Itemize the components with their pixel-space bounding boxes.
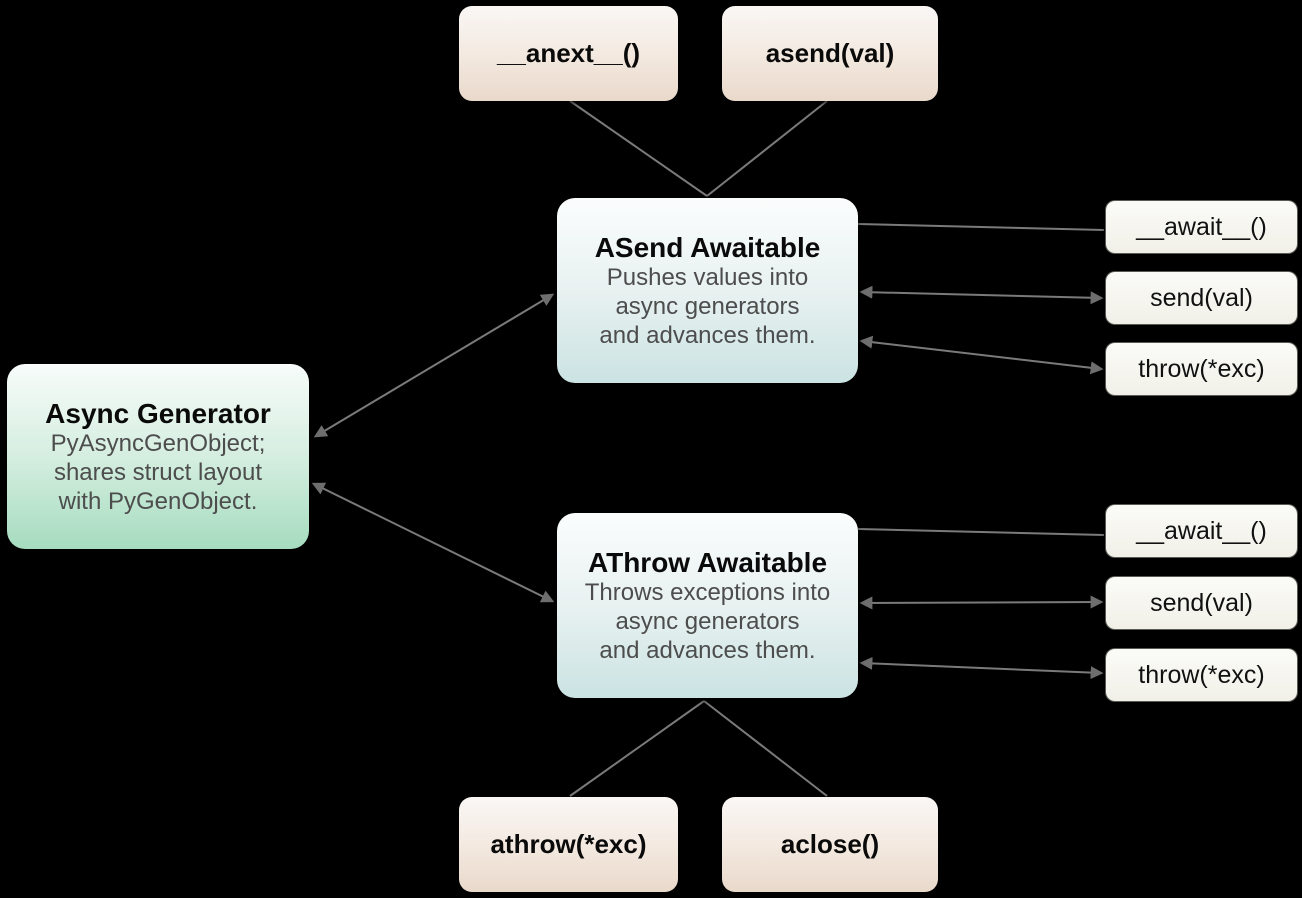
- node-asend-await: __await__(): [1105, 200, 1298, 254]
- edge-athrow-awaitable-throw: [859, 656, 1104, 680]
- node-async-generator-title: Async Generator: [45, 397, 271, 429]
- node-athrow-throw-label: throw(*exc): [1138, 660, 1265, 689]
- node-athrow-method-label: athrow(*exc): [490, 829, 647, 859]
- edge-asend-to-asend-awaitable: [706, 100, 828, 197]
- edge-asyncgen-asend-awaitable: [313, 293, 555, 438]
- node-athrow-awaitable-title: AThrow Awaitable: [587, 546, 828, 578]
- node-asend-throw-label: throw(*exc): [1138, 354, 1265, 383]
- node-asend-send-label: send(val): [1150, 283, 1253, 312]
- node-athrow-awaitable-desc: Throws exceptions into async generators …: [584, 578, 831, 664]
- edge-asend-awaitable-to-await: [857, 223, 1105, 231]
- node-anext: __anext__(): [459, 6, 678, 101]
- node-athrow-send-label: send(val): [1150, 588, 1253, 617]
- node-asend-await-label: __await__(): [1136, 212, 1267, 241]
- edge-athrowmethod-to-athrow-awaitable: [569, 700, 705, 797]
- edge-asend-awaitable-throw: [859, 335, 1104, 375]
- node-asend-throw: throw(*exc): [1105, 342, 1298, 396]
- node-asend-awaitable-title: ASend Awaitable: [594, 231, 821, 263]
- edge-aclose-to-athrow-awaitable: [703, 700, 828, 797]
- node-athrow-awaitable: AThrow Awaitable Throws exceptions into …: [557, 513, 858, 698]
- node-asend-label: asend(val): [765, 38, 895, 68]
- node-asend-send: send(val): [1105, 271, 1298, 325]
- edge-athrow-awaitable-send: [859, 595, 1104, 610]
- node-async-generator-desc: PyAsyncGenObject; shares struct layout w…: [50, 429, 266, 515]
- node-athrow-await-label: __await__(): [1136, 516, 1267, 545]
- node-athrow-throw: throw(*exc): [1105, 648, 1298, 702]
- node-asend-awaitable: ASend Awaitable Pushes values into async…: [557, 198, 858, 383]
- node-asend: asend(val): [722, 6, 938, 101]
- edge-asyncgen-athrow-awaitable: [311, 482, 555, 603]
- edge-athrow-awaitable-to-await: [857, 528, 1105, 536]
- node-aclose-label: aclose(): [780, 829, 880, 859]
- node-athrow-send: send(val): [1105, 576, 1298, 630]
- node-aclose: aclose(): [722, 797, 938, 892]
- node-async-generator: Async Generator PyAsyncGenObject; shares…: [7, 364, 309, 549]
- edge-anext-to-asend-awaitable: [569, 100, 708, 197]
- edge-asend-awaitable-send: [859, 285, 1104, 305]
- node-athrow-await: __await__(): [1105, 504, 1298, 558]
- node-athrow-method: athrow(*exc): [459, 797, 678, 892]
- node-asend-awaitable-desc: Pushes values into async generators and …: [599, 263, 816, 349]
- node-anext-label: __anext__(): [496, 38, 641, 68]
